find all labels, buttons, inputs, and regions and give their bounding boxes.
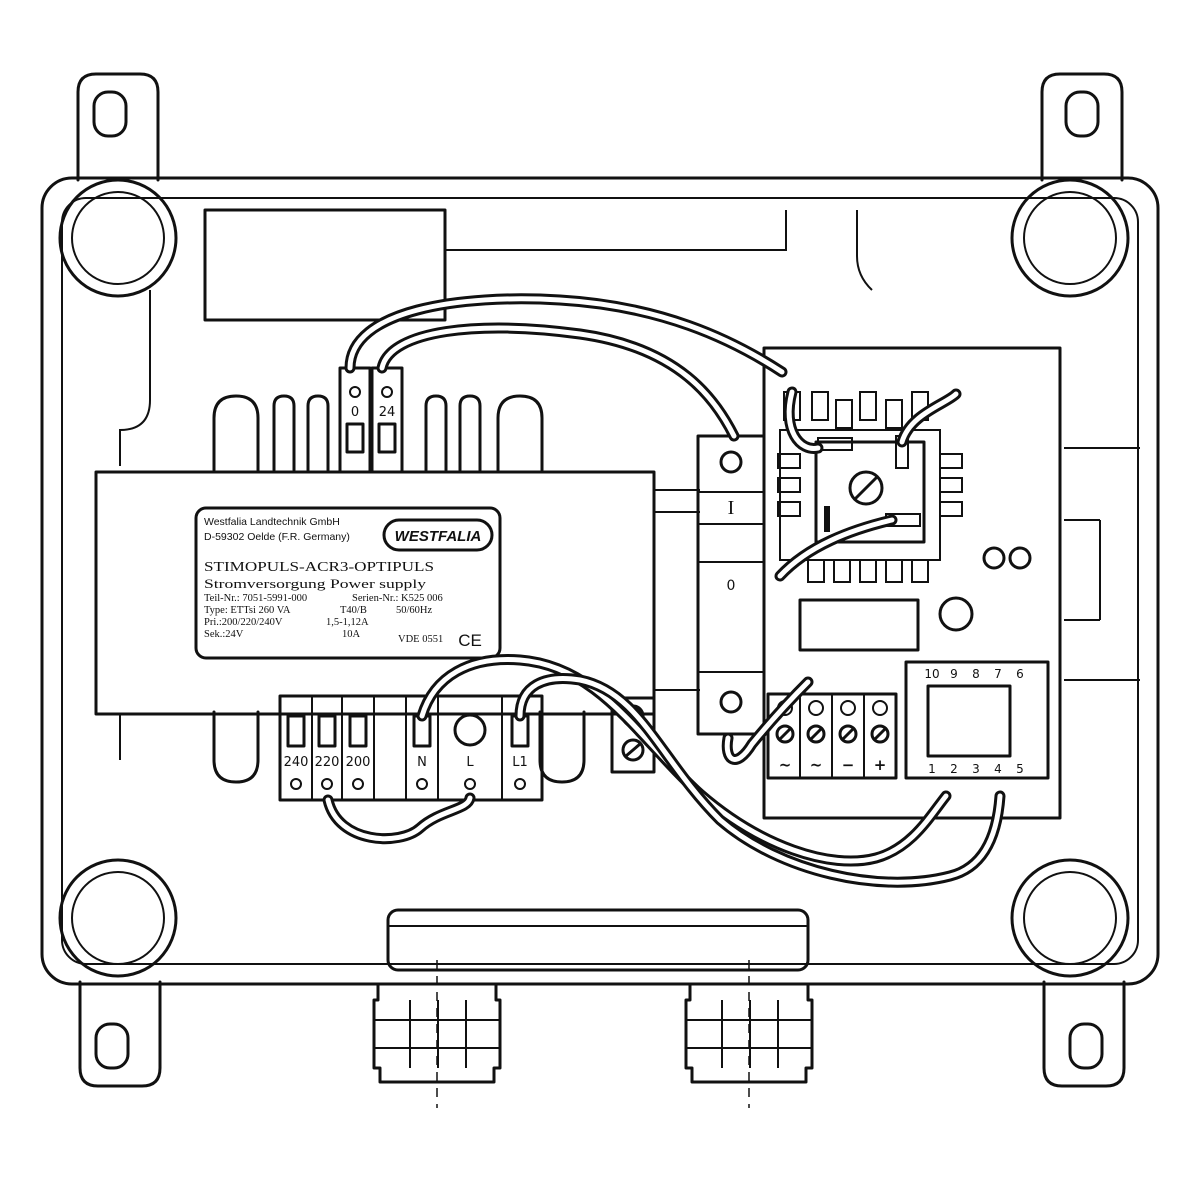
switch-off-mark: 0: [727, 578, 736, 594]
potentiometer-icon: [848, 470, 884, 506]
nameplate-product: STIMOPULS-ACR3-OPTIPULS: [204, 560, 434, 575]
connector-pin-label: 1: [928, 762, 936, 776]
connector-pin-label: 3: [972, 762, 980, 776]
nameplate-secondary: Sek.:24V: [204, 629, 244, 640]
relay-socket: [777, 391, 963, 583]
connector-pin-label: 7: [994, 667, 1002, 681]
mounting-lug-icon: [78, 980, 162, 1088]
dc-terminal: +: [870, 700, 890, 774]
secondary-terminal-label: 24: [379, 405, 396, 420]
nameplate-frequency: 50/60Hz: [396, 605, 433, 616]
cable-gland-icon: [684, 960, 814, 1108]
dc-terminal-block: ~ ~ − +: [766, 692, 898, 780]
dc-terminal: −: [838, 700, 858, 774]
primary-terminal-block: 240 220 200 N L: [278, 694, 544, 802]
secondary-terminal-label: 0: [351, 405, 359, 420]
upper-module: [203, 208, 873, 322]
wire-primary-l1: [514, 673, 1006, 888]
brand-logo: WESTFALIA: [382, 518, 494, 552]
primary-terminal: L1: [510, 714, 530, 790]
ce-mark: CE: [458, 631, 482, 650]
dc-terminal-label: −: [842, 756, 855, 774]
mounting-lug-icon: [76, 72, 160, 182]
connector-pin-label: 9: [950, 667, 958, 681]
nameplate-rating: T40/B: [340, 605, 367, 616]
primary-terminal: L: [453, 696, 503, 800]
connector-pin-label: 2: [950, 762, 958, 776]
dc-terminal-label: +: [874, 756, 887, 774]
wire-relay-left: [783, 386, 824, 454]
control-board: [762, 346, 1062, 820]
wire-secondary-24: [376, 322, 740, 442]
primary-terminal-label: 240: [284, 755, 309, 770]
nameplate-serial-number: Serien-Nr.: K525 006: [352, 593, 443, 604]
nameplate-type: Type: ETTsi 260 VA: [204, 605, 291, 616]
nameplate-secondary-current: 10A: [342, 629, 361, 640]
secondary-terminal-block: 0 24: [338, 366, 404, 474]
dc-terminal: ~: [806, 700, 826, 774]
wire-relay-right: [896, 388, 962, 448]
wiring: [322, 293, 1006, 888]
switch-on-mark: I: [728, 497, 735, 519]
mounting-lug-icon: [1042, 980, 1126, 1088]
brand-name: WESTFALIA: [395, 528, 482, 545]
mounting-lug-icon: [1040, 72, 1124, 182]
power-switch: I 0: [696, 434, 766, 736]
transformer-fins-top: [212, 394, 544, 472]
mounting-lugs: [76, 72, 1126, 1088]
nameplate-description: Stromversorgung Power supply: [204, 576, 427, 591]
primary-terminal-label: L1: [512, 755, 528, 770]
corner-boss-icon: [58, 858, 178, 978]
wire-relay-diagonal: [774, 514, 898, 582]
secondary-terminal: 24: [370, 366, 404, 474]
secondary-terminal: 0: [338, 366, 372, 474]
corner-bosses: [58, 178, 1130, 978]
primary-terminal-label: L: [466, 755, 474, 770]
dc-terminal-label: ~: [810, 756, 823, 774]
connector-pin-label: 4: [994, 762, 1002, 776]
nameplate-standard: VDE 0551: [398, 634, 443, 645]
primary-terminal-label: N: [417, 755, 427, 770]
primary-terminal-label: 220: [315, 755, 340, 770]
cable-gland-icon: [372, 960, 502, 1108]
wire-dc-loop: [721, 676, 814, 765]
primary-terminal-label: 200: [346, 755, 371, 770]
wire-primary-bridge: [322, 792, 476, 845]
connector-pin-label: 8: [972, 667, 980, 681]
nameplate: Westfalia Landtechnik GmbH D-59302 Oelde…: [194, 506, 502, 660]
nameplate-primary: Pri.:200/220/240V: [204, 617, 283, 628]
corner-boss-icon: [1010, 178, 1130, 298]
cable-glands: [372, 960, 814, 1108]
primary-terminal: 200: [346, 696, 375, 800]
dc-terminal-label: ~: [779, 756, 792, 774]
nameplate-address: D-59302 Oelde (F.R. Germany): [204, 531, 350, 543]
primary-terminal: 240: [284, 696, 313, 800]
enclosure: [40, 176, 1160, 986]
corner-boss-icon: [1010, 858, 1130, 978]
connector-pin-label: 5: [1016, 762, 1024, 776]
nameplate-maker: Westfalia Landtechnik GmbH: [204, 516, 340, 528]
corner-boss-icon: [58, 178, 178, 298]
connector-pin-label: 10: [924, 667, 939, 681]
primary-terminal: 220: [315, 696, 343, 800]
wire-secondary-0: [344, 293, 788, 378]
connector-pin-label: 6: [1016, 667, 1024, 681]
pin-connector: 10 9 8 7 6 1 2 3 4 5: [904, 660, 1050, 780]
nameplate-part-number: Teil-Nr.: 7051-5991-000: [204, 593, 307, 604]
nameplate-primary-current: 1,5-1,12A: [326, 617, 369, 628]
